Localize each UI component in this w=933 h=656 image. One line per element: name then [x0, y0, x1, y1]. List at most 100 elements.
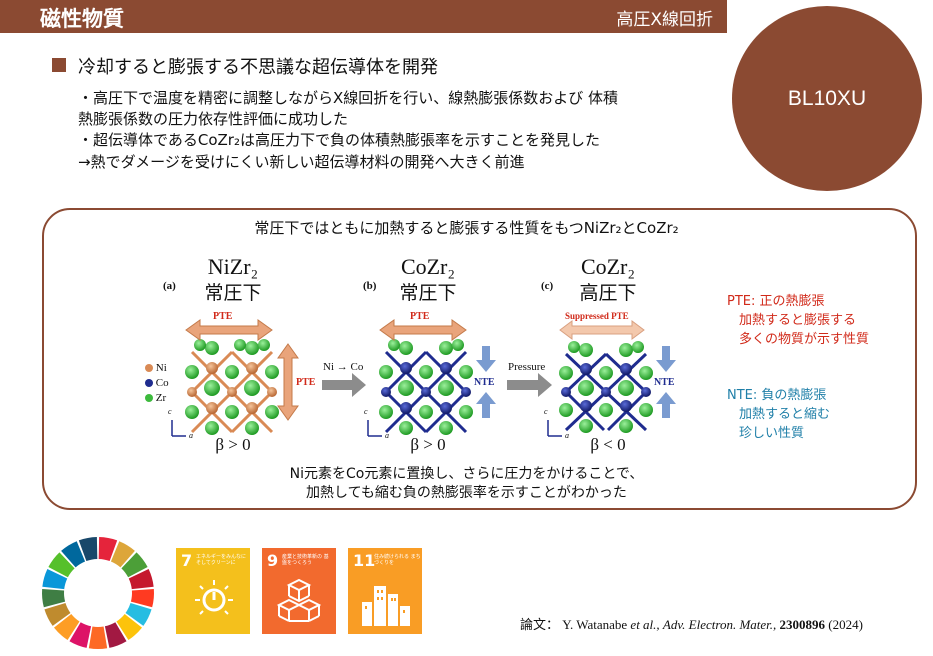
reference-authors: Y. Watanabe	[562, 617, 628, 632]
legend-co: Co	[145, 377, 169, 389]
sun-power-icon	[195, 580, 233, 615]
legend-ni: Ni	[145, 362, 167, 374]
axis-icon-b	[367, 420, 382, 437]
reference-etal: et al.,	[630, 617, 660, 632]
zr-atom-icon	[145, 394, 153, 403]
reference-label: 論文：	[520, 617, 560, 632]
sdg-11-text: 住み続けられる まちづくりを	[374, 554, 421, 566]
axis-c-a-label: a	[565, 431, 569, 440]
sdgs-wheel-segment	[116, 614, 143, 641]
axis-a-a-label: a	[189, 431, 193, 440]
legend-co-label: Co	[155, 377, 169, 389]
category-label: 高圧X線回折	[616, 10, 713, 30]
bullet-line-1: ・高圧下で温度を精密に調整しながらX線回折を行い、線熱膨張係数および 体積	[78, 89, 619, 107]
panel-b-beta: β > 0	[410, 435, 446, 454]
reference-journal: Adv. Electron. Mater.,	[662, 617, 777, 632]
panel-letter-b: (b)	[363, 280, 377, 292]
nte-note: NTE: 負の熱膨張 加熱すると縮む 珍しい性質	[727, 386, 830, 443]
reference: 論文： Y. Watanabe et al., Adv. Electron. M…	[520, 614, 863, 633]
sdgs-wheel-segment	[69, 622, 92, 648]
figure-box	[42, 208, 917, 510]
sdgs-wheel-segment	[78, 537, 98, 562]
axis-c-c-label: c	[544, 407, 548, 416]
reference-year: (2024)	[828, 617, 863, 632]
legend-ni-label: Ni	[155, 362, 167, 374]
axis-a-c-label: c	[168, 407, 172, 416]
sdgs-wheel-icon	[42, 537, 154, 649]
panel-c-nte-label: NTE	[654, 377, 675, 388]
pte-note-line-1: PTE: 正の熱膨張	[727, 294, 825, 309]
axis-b-a-label: a	[385, 431, 389, 440]
panel-b-nte-label: NTE	[474, 377, 495, 388]
co-atom-icon	[145, 379, 153, 388]
sdgs-wheel-segment	[48, 552, 75, 578]
buildings-icon	[362, 586, 410, 626]
sdgs-wheel-segment	[42, 569, 68, 590]
panel-a-top-arrow-label: PTE	[213, 311, 233, 322]
sdgs-wheel-segment	[125, 602, 152, 626]
lattice-a	[185, 319, 299, 435]
pte-note-line-2: 加熱すると膨張する	[739, 313, 857, 328]
figure-box-title: 常圧下ではともに加熱すると膨張する性質をもつNiZr₂とCoZr₂	[254, 219, 679, 237]
axis-b-c-label: c	[364, 407, 368, 416]
lattice-c	[559, 320, 676, 433]
bullet-line-2: 熱膨張係数の圧力依存性評価に成功した	[78, 110, 349, 128]
sdgs-wheel-segment	[121, 552, 148, 578]
panel-a-formula: NiZr₂	[207, 254, 259, 279]
sdgs-wheel-segment	[53, 614, 80, 641]
figure-caption-line-1: Ni元素をCo元素に置換し、さらに圧力をかけることで、	[289, 466, 644, 482]
axis-icon-a	[171, 420, 186, 437]
sdg-7-text: エネルギーをみんなに そしてクリーンに	[196, 554, 247, 566]
heading-bullet-icon	[52, 58, 66, 72]
pressure-label: Pressure	[508, 361, 546, 373]
panel-a-side-arrow-label: PTE	[296, 377, 316, 388]
sdgs-wheel-segment	[104, 622, 127, 648]
sdgs-wheel-segment	[61, 541, 86, 568]
lattice-b	[379, 319, 496, 435]
sdg-7-number: 7	[181, 551, 193, 570]
panel-c-top-arrow-label: Suppressed PTE	[565, 311, 629, 321]
panel-b-top-arrow-label: PTE	[410, 311, 430, 322]
panel-a-condition: 常圧下	[204, 282, 262, 304]
sdgs-wheel-segment	[110, 541, 135, 568]
sdg-11-tile: 11 住み続けられる まちづくりを	[348, 548, 422, 634]
ni-atom-icon	[145, 364, 153, 373]
header-bar: 磁性物質 高圧X線回折	[0, 0, 727, 33]
page-title: 磁性物質	[40, 7, 124, 31]
sdg-9-tile: 9 産業と技術革新の 基盤をつくろう	[262, 548, 336, 634]
bullet-line-3: ・超伝導体であるCoZr₂は高圧力下で負の体積熱膨張率を示すことを発見した	[78, 131, 600, 149]
cubes-icon	[277, 578, 321, 622]
panel-b-condition: 常圧下	[399, 282, 457, 304]
bullet-line-4: →熱でダメージを受けにくい新しい超伝導材料の開発へ大きく前進	[78, 153, 525, 171]
pte-note-line-3: 多くの物質が示す性質	[739, 332, 870, 347]
nte-note-line-3: 珍しい性質	[739, 426, 805, 441]
sdgs-wheel-segment	[128, 569, 154, 590]
panel-letter-a: (a)	[163, 280, 176, 292]
beamline-badge: BL10XU	[732, 6, 922, 191]
panel-c-beta: β < 0	[590, 435, 626, 454]
nte-note-line-1: NTE: 負の熱膨張	[727, 388, 827, 403]
panel-letter-c: (c)	[541, 280, 554, 292]
pressure-arrow-icon	[507, 373, 552, 397]
sdgs-wheel-segment	[44, 602, 71, 626]
section-heading: 冷却すると膨張する不思議な超伝導体を開発	[78, 57, 438, 78]
nte-note-line-2: 加熱すると縮む	[739, 407, 831, 422]
axis-icon-c	[547, 420, 562, 437]
legend-zr-label: Zr	[155, 392, 167, 404]
figure-caption-line-2: 加熱しても縮む負の熱膨張率を示すことがわかった	[306, 485, 627, 501]
sdgs-wheel-segment	[130, 588, 154, 608]
legend-zr: Zr	[145, 392, 166, 404]
ni-to-co-label: Ni → Co	[323, 361, 364, 373]
panel-a-beta: β > 0	[215, 435, 251, 454]
sdg-9-number: 9	[267, 551, 279, 570]
sdgs-wheel-segment	[98, 537, 118, 562]
reference-number: 2300896	[779, 617, 826, 632]
ni-to-co-arrow-icon	[322, 373, 366, 397]
sdg-11-number: 11	[353, 551, 376, 570]
panel-b-formula: CoZr₂	[400, 254, 456, 279]
panel-c-condition: 高圧下	[579, 282, 637, 304]
sdg-7-tile: 7 エネルギーをみんなに そしてクリーンに	[176, 548, 250, 634]
pte-note: PTE: 正の熱膨張 加熱すると膨張する 多くの物質が示す性質	[727, 292, 869, 349]
panel-c-formula: CoZr₂	[580, 254, 636, 279]
